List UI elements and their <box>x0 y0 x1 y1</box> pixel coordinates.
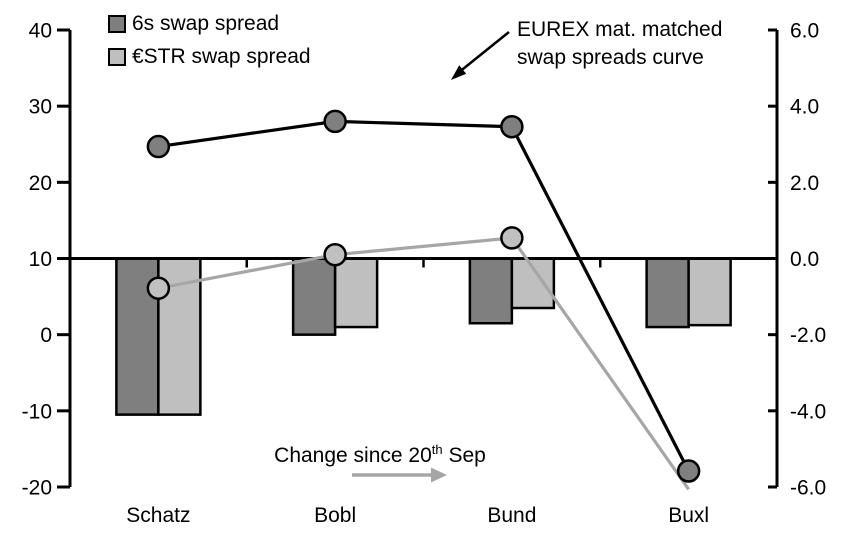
curve-arrow-shaft <box>457 31 510 74</box>
curve-annotation-line1: EUREX mat. matched <box>517 18 723 41</box>
left-axis-tick-label: 40 <box>29 20 52 43</box>
change-annotation-suffix: Sep <box>442 444 486 467</box>
category-label-bund: Bund <box>487 504 536 527</box>
right-axis-tick-label: 2.0 <box>790 172 819 195</box>
right-axis-tick-label: -4.0 <box>790 400 826 423</box>
left-axis-tick-label: 0 <box>40 324 52 347</box>
bar-estr-buxl <box>687 257 732 327</box>
legend: 6s swap spread €STR swap spread <box>108 12 311 78</box>
left-axis-tick-label: -10 <box>22 400 52 423</box>
change-annotation-sup: th <box>431 442 443 457</box>
curve-annotation: EUREX mat. matched swap spreads curve <box>517 16 722 72</box>
curve-annotation-line2: swap spreads curve <box>517 46 704 69</box>
category-label-schatz: Schatz <box>126 504 190 527</box>
left-axis-tick-label: -20 <box>22 477 52 500</box>
marker-estr-bund <box>500 226 524 250</box>
change-annotation-prefix: Change since 20 <box>274 444 432 467</box>
change-arrow-icon <box>431 467 447 483</box>
bar-estr-bobl <box>333 257 379 329</box>
change-annotation: Change since 20th Sep <box>270 442 490 468</box>
right-axis-tick-label: 4.0 <box>790 96 819 119</box>
category-label-bobl: Bobl <box>314 504 356 527</box>
bar-6s-bobl <box>291 257 337 336</box>
bar-6s-buxl <box>645 257 690 329</box>
marker-6s-schatz <box>146 134 171 159</box>
left-axis-tick-label: 30 <box>29 96 52 119</box>
legend-swatch-estr-icon <box>108 48 126 66</box>
legend-label-6s: 6s swap spread <box>132 12 280 35</box>
bar-6s-bund <box>468 257 514 325</box>
legend-item-estr: €STR swap spread <box>108 45 311 69</box>
marker-estr-schatz <box>146 276 171 300</box>
category-label-buxl: Buxl <box>668 504 709 527</box>
marker-6s-buxl <box>676 459 701 483</box>
line-6s-swap-spread <box>158 119 691 472</box>
right-axis-tick-label: 0.0 <box>790 248 819 271</box>
right-axis-tick-label: 6.0 <box>790 20 819 43</box>
legend-label-estr: €STR swap spread <box>132 45 311 68</box>
marker-estr-bobl <box>323 242 347 267</box>
legend-item-6s: 6s swap spread <box>108 12 311 36</box>
left-axis-tick-label: 20 <box>29 172 52 195</box>
line-estr-swap-spread <box>158 236 690 491</box>
marker-6s-bobl <box>323 109 347 134</box>
right-axis-tick-label: -2.0 <box>790 324 826 347</box>
marker-6s-bund <box>500 114 524 139</box>
curve-arrow-icon <box>451 65 467 80</box>
left-axis-tick-label: 10 <box>29 248 52 271</box>
right-axis-tick-label: -6.0 <box>790 477 826 500</box>
legend-swatch-6s-icon <box>108 15 126 33</box>
